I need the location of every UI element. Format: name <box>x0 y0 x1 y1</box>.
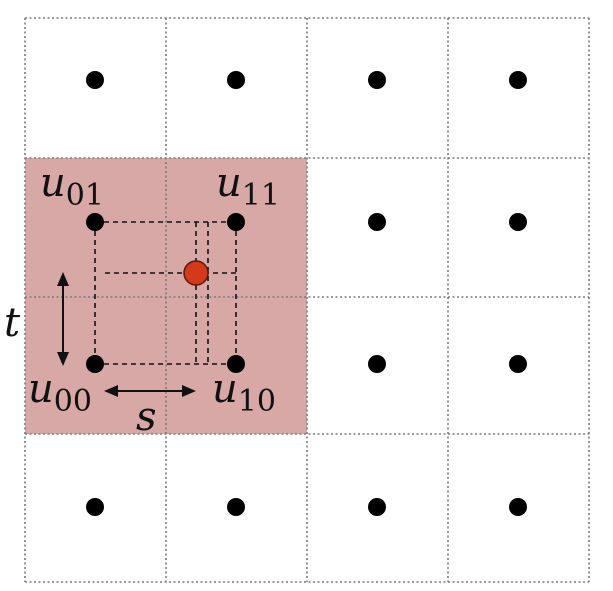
label-u00-base: u <box>28 366 54 412</box>
t-arrow-head-up <box>57 272 69 286</box>
texel-dot <box>368 71 386 89</box>
s-arrow-head-left <box>104 385 118 397</box>
texel-dot <box>509 355 527 373</box>
label-u10-sub: 10 <box>238 384 276 419</box>
texel-dot <box>368 213 386 231</box>
label-s: s <box>136 394 157 440</box>
label-u11: u11 <box>216 160 280 213</box>
label-u10: u10 <box>212 366 276 419</box>
label-u01: u01 <box>40 160 104 213</box>
texel-dot <box>86 71 104 89</box>
texel-dot <box>368 498 386 516</box>
texel-dot <box>368 355 386 373</box>
texel-dot <box>509 498 527 516</box>
t-arrow-head-down <box>57 352 69 366</box>
texel-dot-u01 <box>86 213 104 231</box>
texel-dot <box>227 71 245 89</box>
label-u00: u00 <box>28 366 92 419</box>
texel-dot <box>227 498 245 516</box>
label-u11-sub: 11 <box>242 178 280 213</box>
label-u01-base: u <box>40 160 66 206</box>
texel-dot <box>509 213 527 231</box>
texel-dot <box>86 498 104 516</box>
label-u00-sub: 00 <box>54 384 92 419</box>
texel-dot-u11 <box>227 213 245 231</box>
t-arrow <box>57 272 69 366</box>
texel-dots <box>86 71 527 516</box>
label-u01-sub: 01 <box>66 178 104 213</box>
interpolation-lines <box>94 221 237 365</box>
texel-dot <box>509 71 527 89</box>
sample-point <box>183 260 209 286</box>
label-u11-base: u <box>216 160 242 206</box>
label-t: t <box>4 300 21 346</box>
texel-dot-u10 <box>227 355 245 373</box>
s-arrow <box>104 385 196 397</box>
label-u10-base: u <box>212 366 238 412</box>
s-arrow-head-right <box>182 385 196 397</box>
texel-dot-u00 <box>86 355 104 373</box>
